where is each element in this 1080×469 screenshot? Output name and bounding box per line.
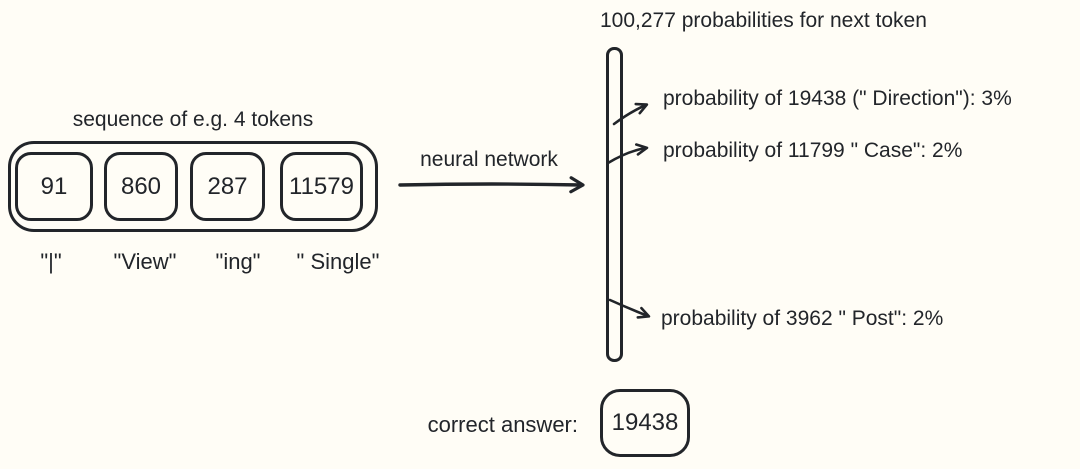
- output-title: 100,277 probabilities for next token: [600, 9, 927, 32]
- token-box-91: 91: [15, 152, 93, 221]
- sequence-title: sequence of e.g. 4 tokens: [72, 108, 314, 131]
- neural-network-label: neural network: [420, 148, 558, 171]
- token-box-287: 287: [190, 152, 265, 221]
- token-id: 287: [207, 172, 248, 200]
- token-box-860: 860: [104, 152, 178, 221]
- token-id: 11579: [289, 172, 354, 200]
- correct-answer-label: correct answer:: [427, 412, 578, 437]
- correct-answer-box: 19438: [600, 389, 690, 457]
- token-sequence-container: 91 860 287 11579: [8, 141, 378, 232]
- token-string-single: " Single": [296, 249, 380, 274]
- token-id: 91: [40, 172, 68, 200]
- neural-network-arrow: [398, 176, 585, 194]
- token-string-view: "View": [113, 249, 177, 274]
- probability-label-case: probability of 11799 " Case": 2%: [663, 139, 963, 162]
- correct-answer-value: 19438: [611, 409, 679, 436]
- token-string-ing: "ing": [215, 249, 261, 274]
- token-id: 860: [120, 172, 162, 200]
- token-string-pipe: "|": [40, 249, 62, 274]
- probability-label-post: probability of 3962 " Post": 2%: [661, 307, 944, 330]
- probability-bar: [606, 47, 623, 362]
- probability-label-direction: probability of 19438 (" Direction"): 3%: [663, 87, 1012, 110]
- token-box-11579: 11579: [280, 152, 363, 221]
